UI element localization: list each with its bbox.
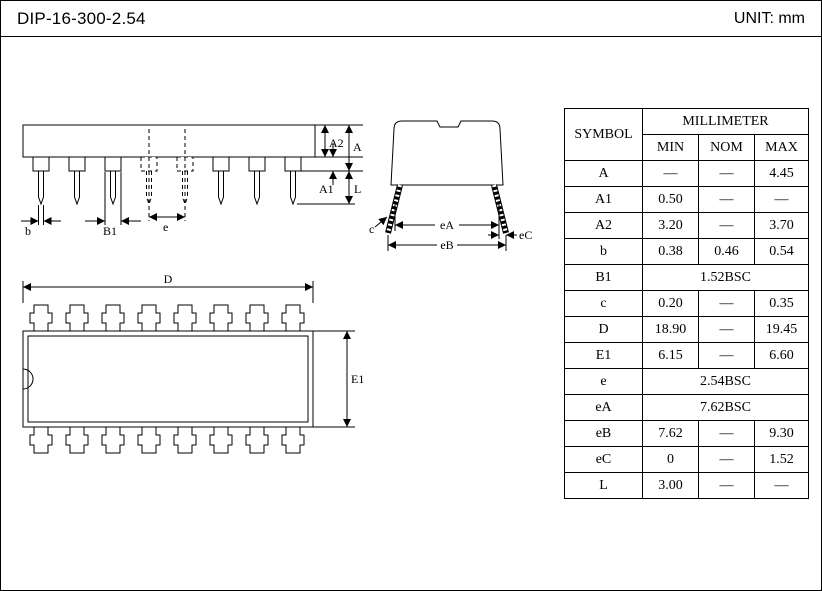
dim-label-l: L (354, 182, 361, 196)
package-title: DIP-16-300-2.54 (17, 8, 146, 28)
millimeter-group-header: MILLIMETER (642, 108, 809, 135)
dim-label-ec: eC (519, 228, 532, 242)
dim-label-e: e (163, 220, 168, 234)
symbol-cell: A2 (564, 212, 643, 239)
min-cell: 18.90 (642, 316, 699, 343)
symbol-cell: D (564, 316, 643, 343)
min-cell: 0.50 (642, 186, 699, 213)
top-view-drawing: D E1 (19, 272, 369, 478)
nom-cell: 0.46 (698, 238, 755, 265)
dim-label-e1: E1 (351, 372, 364, 386)
min-cell: 0.38 (642, 238, 699, 265)
nom-cell: — (698, 420, 755, 447)
dim-label-a1: A1 (319, 182, 334, 196)
dim-label-eb: eB (440, 238, 453, 252)
dim-label-a2: A2 (329, 136, 344, 150)
dimension-lines (22, 281, 355, 428)
symbol-cell: L (564, 472, 643, 499)
symbol-cell: E1 (564, 342, 643, 369)
nom-cell: — (698, 316, 755, 343)
package-body (22, 330, 314, 428)
max-cell: 1.52 (754, 446, 809, 473)
package-pins (29, 304, 305, 454)
min-cell: 0.20 (642, 290, 699, 317)
max-column-header: MAX (754, 134, 809, 161)
min-column-header: MIN (642, 134, 699, 161)
dim-label-a: A (353, 140, 362, 154)
dim-label-c: c (369, 222, 374, 236)
side-view-svg: A2 A A1 L b B1 e (21, 124, 363, 238)
dim-label-b: b (25, 224, 31, 238)
nom-cell: — (698, 160, 755, 187)
max-cell: 0.35 (754, 290, 809, 317)
nom-cell: — (698, 212, 755, 239)
package-pins (32, 129, 302, 221)
symbol-cell: e (564, 368, 643, 395)
min-cell: 6.15 (642, 342, 699, 369)
symbol-cell: A1 (564, 186, 643, 213)
package-pins (385, 184, 509, 234)
dimension-lines (374, 201, 517, 251)
max-cell: 4.45 (754, 160, 809, 187)
max-cell: 6.60 (754, 342, 809, 369)
symbol-column-header: SYMBOL (564, 108, 643, 161)
max-cell: — (754, 186, 809, 213)
dim-label-d: D (164, 273, 173, 286)
top-view-svg: D E1 (22, 272, 364, 454)
max-cell: 0.54 (754, 238, 809, 265)
dimension-lines (21, 124, 363, 225)
min-cell: 7.62 (642, 420, 699, 447)
end-view-drawing: c eA eB eC (367, 105, 562, 275)
nom-cell: — (698, 446, 755, 473)
package-body (22, 124, 316, 158)
package-body (390, 120, 504, 186)
symbol-cell: eC (564, 446, 643, 473)
symbol-cell: b (564, 238, 643, 265)
nom-cell: — (698, 472, 755, 499)
dim-label-ea: eA (440, 218, 454, 232)
end-view-svg: c eA eB eC (369, 120, 532, 252)
nom-cell: — (698, 342, 755, 369)
table-row: A——4.45 (564, 160, 809, 187)
min-cell: 3.00 (642, 472, 699, 499)
symbol-cell: eB (564, 420, 643, 447)
symbol-cell: eA (564, 394, 643, 421)
symbol-cell: B1 (564, 264, 643, 291)
span-value-cell: 7.62BSC (642, 394, 809, 421)
max-cell: 19.45 (754, 316, 809, 343)
unit-label: UNIT: mm (733, 9, 805, 27)
min-cell: 3.20 (642, 212, 699, 239)
nom-column-header: NOM (698, 134, 755, 161)
pin1-index-notch (22, 368, 34, 390)
max-cell: 9.30 (754, 420, 809, 447)
symbol-cell: A (564, 160, 643, 187)
max-cell: 3.70 (754, 212, 809, 239)
span-value-cell: 1.52BSC (642, 264, 809, 291)
max-cell: — (754, 472, 809, 499)
nom-cell: — (698, 290, 755, 317)
page-header: DIP-16-300-2.54 UNIT: mm (1, 1, 821, 37)
side-view-drawing: A2 A A1 L b B1 e (19, 109, 369, 254)
min-cell: 0 (642, 446, 699, 473)
span-value-cell: 2.54BSC (642, 368, 809, 395)
symbol-cell: c (564, 290, 643, 317)
min-cell: — (642, 160, 699, 187)
dim-label-b1: B1 (103, 224, 117, 238)
nom-cell: — (698, 186, 755, 213)
